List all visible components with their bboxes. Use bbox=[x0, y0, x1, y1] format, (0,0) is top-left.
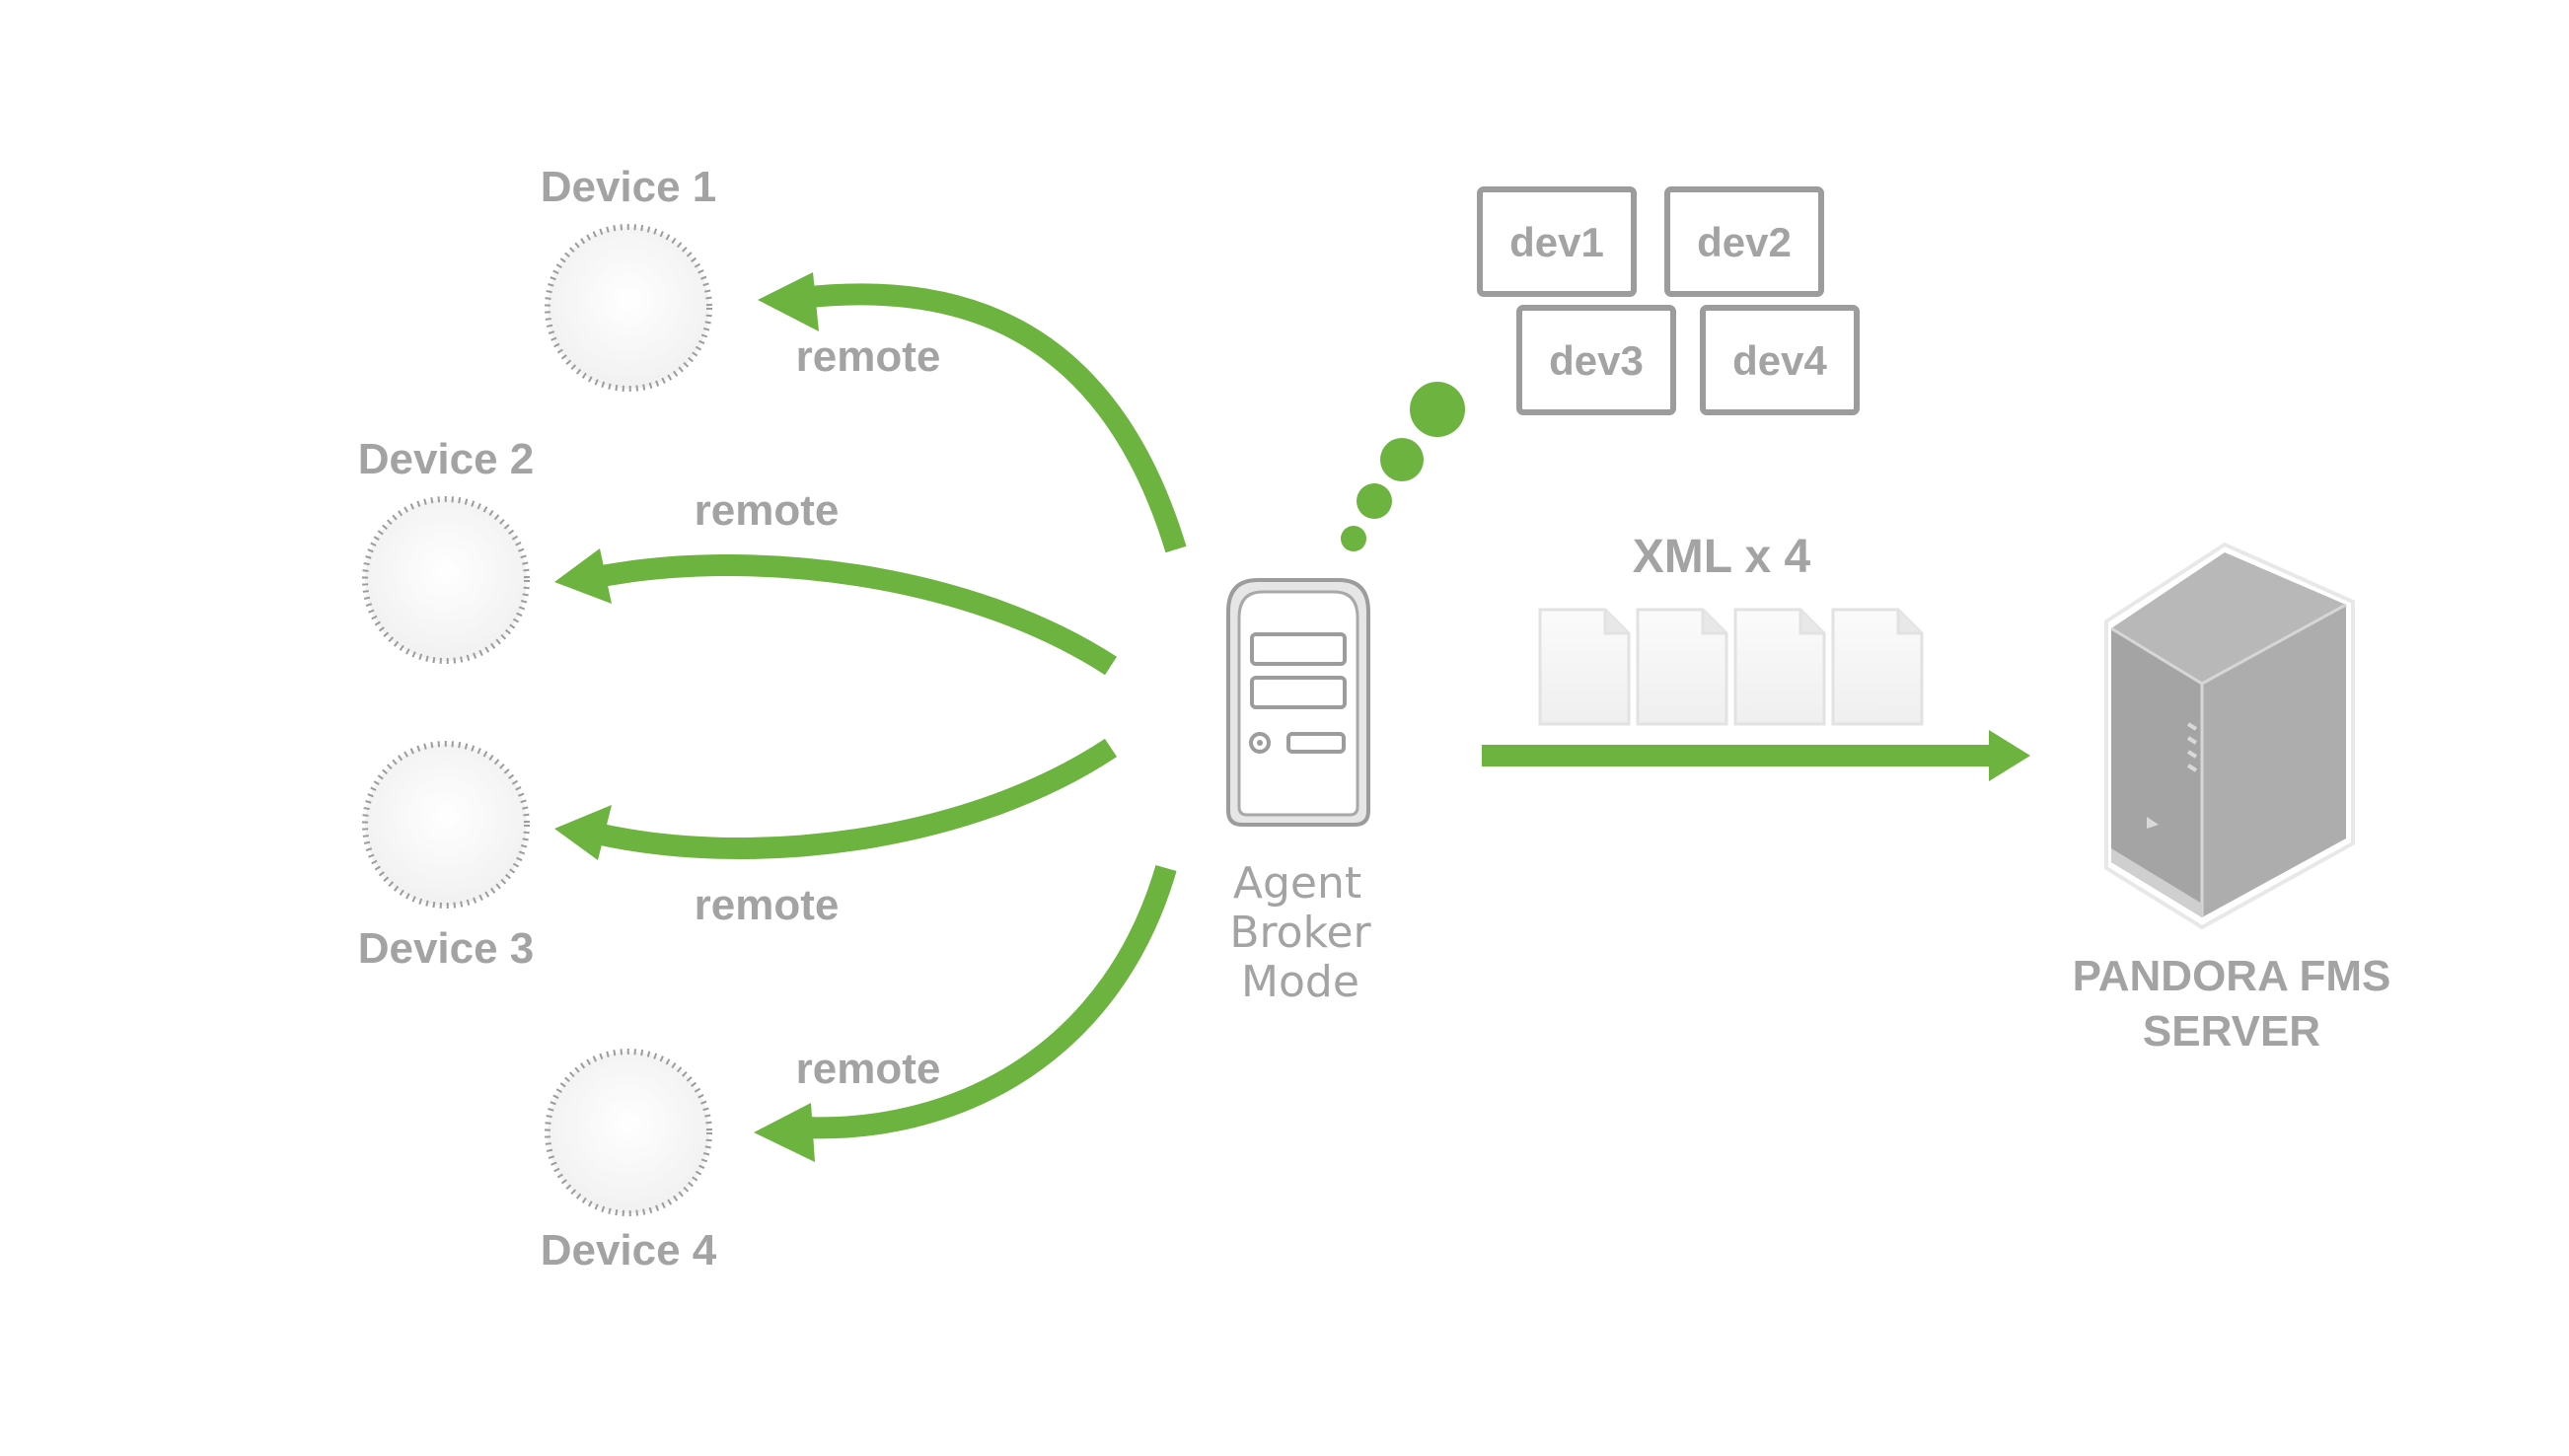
xml-document-1 bbox=[1538, 608, 1631, 726]
device-2-label: Device 2 bbox=[358, 435, 535, 483]
bubble-dot-4 bbox=[1410, 382, 1465, 437]
device-2-circle bbox=[362, 496, 530, 664]
device-4-circle bbox=[545, 1049, 712, 1216]
xml-document-3 bbox=[1733, 608, 1826, 726]
device-2-node bbox=[362, 496, 530, 664]
device-4-node bbox=[545, 1049, 712, 1216]
thought-bubble-dots bbox=[1341, 382, 1465, 551]
remote-arrow-2 bbox=[594, 554, 1117, 676]
remote-arrowhead-3 bbox=[554, 805, 612, 860]
remote-label-1: remote bbox=[796, 332, 941, 381]
remote-label-2: remote bbox=[695, 486, 840, 535]
bubble-dot-3 bbox=[1380, 438, 1424, 481]
dev-box-1: dev1 bbox=[1477, 186, 1637, 297]
xml-document-4 bbox=[1831, 608, 1924, 726]
dev-box-4: dev4 bbox=[1700, 305, 1860, 415]
server-tower-icon bbox=[2104, 542, 2355, 930]
dev-box-4-label: dev4 bbox=[1732, 337, 1827, 384]
remote-label-4: remote bbox=[796, 1045, 941, 1093]
xml-document-2 bbox=[1636, 608, 1728, 726]
remote-arrowhead-2 bbox=[554, 548, 612, 604]
agent-label-line2: Broker bbox=[1229, 908, 1371, 958]
agent-label-line3: Mode bbox=[1241, 957, 1359, 1007]
remote-arrow-1 bbox=[799, 283, 1187, 553]
device-1-node bbox=[545, 224, 712, 392]
server-label-line1: PANDORA FMS bbox=[2073, 952, 2391, 1000]
agent-computer-icon bbox=[1226, 578, 1370, 827]
dev-box-2-label: dev2 bbox=[1697, 219, 1792, 265]
remote-arrow-4 bbox=[800, 864, 1177, 1139]
device-1-circle bbox=[545, 224, 712, 392]
remote-arrowhead-4 bbox=[754, 1103, 815, 1162]
bubble-dot-2 bbox=[1357, 483, 1392, 519]
device-4-label: Device 4 bbox=[541, 1226, 717, 1274]
xml-label: XML x 4 bbox=[1633, 531, 1811, 583]
bubble-dot-1 bbox=[1341, 526, 1366, 551]
device-3-node bbox=[362, 741, 530, 909]
agent-label-line1: Agent bbox=[1233, 858, 1361, 909]
xml-transfer-arrow bbox=[1482, 730, 2030, 781]
server-label-line2: SERVER bbox=[2143, 1007, 2320, 1056]
dev-box-3: dev3 bbox=[1516, 305, 1676, 415]
xml-documents bbox=[1538, 608, 1924, 726]
remote-arrow-3 bbox=[594, 738, 1118, 860]
remote-arrowhead-1 bbox=[758, 272, 819, 331]
dev-box-group: dev1 dev2 dev3 dev4 bbox=[1477, 186, 1860, 415]
remote-label-3: remote bbox=[695, 881, 840, 929]
dev-box-3-label: dev3 bbox=[1549, 337, 1644, 384]
device-3-label: Device 3 bbox=[358, 924, 535, 973]
device-1-label: Device 1 bbox=[541, 163, 717, 211]
dev-box-2: dev2 bbox=[1664, 186, 1824, 297]
device-3-circle bbox=[362, 741, 530, 909]
dev-box-1-label: dev1 bbox=[1509, 219, 1604, 265]
